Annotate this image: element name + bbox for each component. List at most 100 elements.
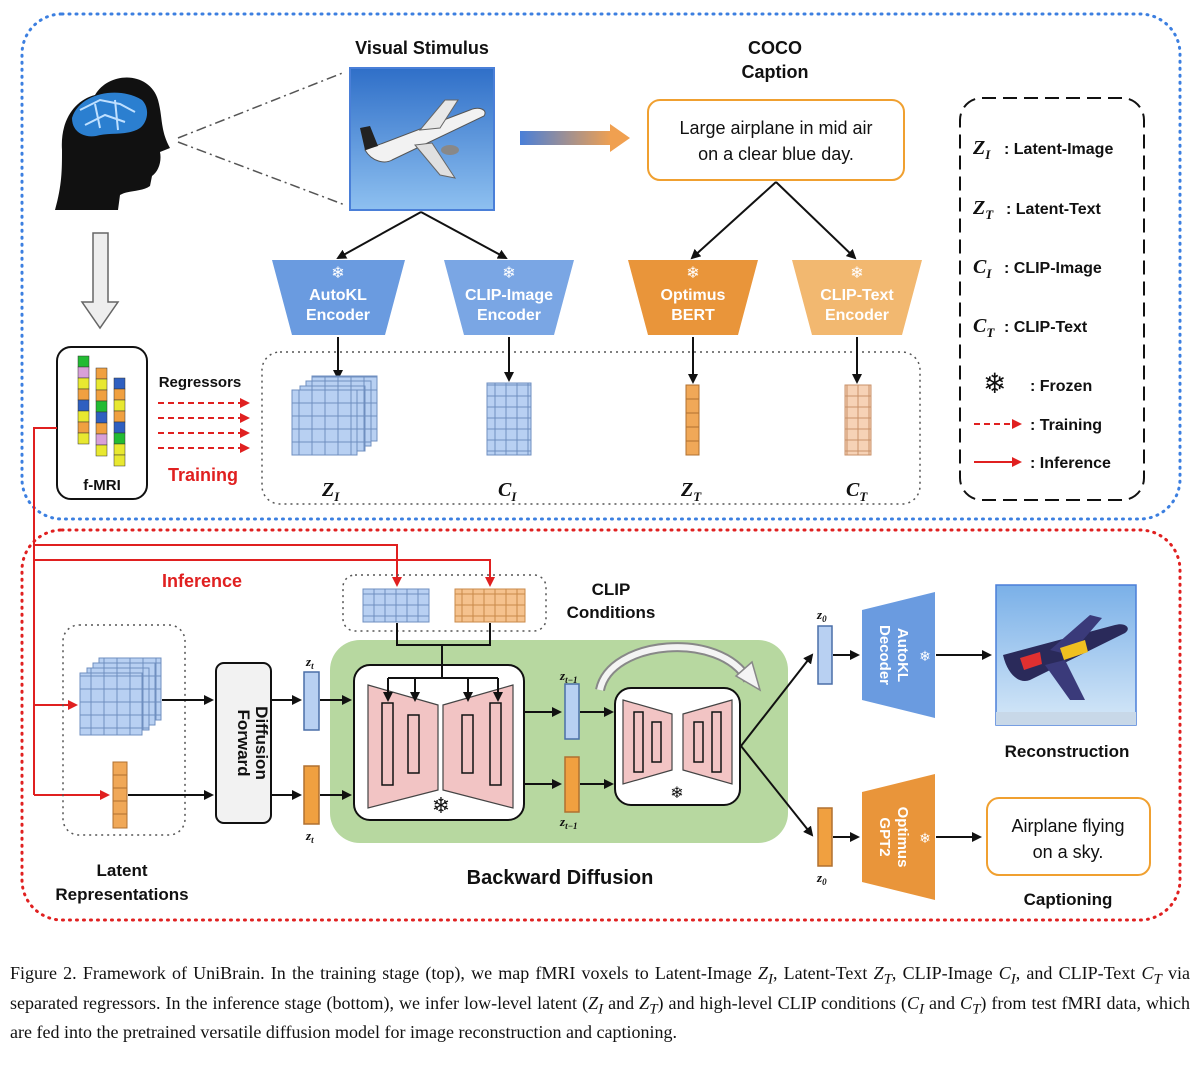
caption-zi-sub: I <box>768 971 774 988</box>
caption-ct2-sub: T <box>972 1001 981 1018</box>
legend-ct-text: : CLIP-Text <box>1004 319 1088 336</box>
caption-part-6: and <box>603 992 640 1013</box>
latent-representations-line1: Latent <box>97 861 148 880</box>
clip-text-encoder-line2: Encoder <box>825 307 889 324</box>
inference-label: Inference <box>162 571 242 591</box>
svg-text:ZT: ZT <box>972 197 994 222</box>
snowflake-icon: ❄ <box>850 265 863 282</box>
zt1-image-sub: t−1 <box>565 675 577 685</box>
autokl-encoder-line1: AutoKL <box>309 287 367 304</box>
clip-image-condition <box>362 588 430 623</box>
ct-sym: C <box>846 479 860 501</box>
legend-snowflake-icon: ❄ <box>983 368 1006 399</box>
latent-image-grid <box>291 375 378 456</box>
gpt2-line2: GPT2 <box>876 817 893 856</box>
snowflake-icon: ❄ <box>432 793 450 818</box>
unibrain-framework-diagram: Visual Stimulus COCO Caption Large airpl… <box>20 12 1182 922</box>
legend-ci-sub: I <box>985 266 992 281</box>
zi-sym: Z <box>321 479 334 501</box>
coco-title-line1: COCO <box>748 38 802 58</box>
optimus-bert-line1: Optimus <box>661 287 726 304</box>
gpt2-line1: Optimus <box>894 807 911 868</box>
unet-model-2: ❄ <box>614 687 741 806</box>
caption-ci2-sub: I <box>918 1001 924 1018</box>
legend-ct: CT : CLIP-Text <box>973 315 1088 340</box>
snowflake-icon: ❄ <box>919 830 931 846</box>
caption-part-2: , Latent-Text <box>773 963 874 983</box>
zi-sub: I <box>333 489 340 504</box>
ci-sub: I <box>510 489 517 504</box>
training-label: Training <box>168 465 238 485</box>
inference-region-border <box>20 528 1182 922</box>
caption-part-3: , CLIP-Image <box>891 963 999 983</box>
caption-part-1: Figure 2. Framework of UniBrain. In the … <box>10 963 758 983</box>
zt1-image-latent <box>564 683 580 740</box>
caption-ct: CT <box>1141 963 1161 988</box>
zt-image-label: zt <box>305 654 314 671</box>
iteration-loop-arrow <box>595 642 762 692</box>
caption-zi: ZI <box>758 963 773 988</box>
fmri-voxels <box>77 355 126 467</box>
z0-text-latent <box>817 807 833 867</box>
zt1-image-label: zt−1 <box>559 668 578 685</box>
unet-model-1: ❄ <box>353 664 525 821</box>
brain-head-icon <box>55 77 170 210</box>
snowflake-icon: ❄ <box>670 785 683 802</box>
stimulus-to-caption-arrow <box>520 124 630 152</box>
caption-part-8: and <box>923 992 961 1013</box>
clip-image-grid <box>486 382 532 456</box>
head-to-fmri-arrow <box>80 232 120 330</box>
coco-caption-line2: on a clear blue day. <box>698 144 854 164</box>
training-region-border <box>20 12 1182 521</box>
legend-training-text: : Training <box>1030 417 1102 434</box>
z0-text-sym: z <box>816 870 823 885</box>
legend-frozen-text: : Frozen <box>1030 378 1092 395</box>
caption-zt: ZT <box>874 963 892 988</box>
coco-title-line2: Caption <box>742 62 809 82</box>
caption-ct-sub: T <box>1153 971 1162 988</box>
zt1-text-label: zt−1 <box>559 814 578 831</box>
caption-ci-sym: C <box>998 963 1011 983</box>
autokl-encoder: ❄ AutoKL Encoder <box>272 260 405 335</box>
zt-text-label: zt <box>305 828 314 845</box>
svg-text:CT: CT <box>973 315 995 340</box>
legend-ci-text: : CLIP-Image <box>1004 260 1102 277</box>
figure-caption: Figure 2. Framework of UniBrain. In the … <box>10 962 1190 1044</box>
zt1-text-latent <box>564 756 580 813</box>
clip-image-encoder: ❄ CLIP-Image Encoder <box>444 260 574 335</box>
output-caption-box <box>986 797 1151 876</box>
inference-lines <box>33 427 495 800</box>
z0-image-sub: 0 <box>822 614 827 624</box>
ct-symbol: CT <box>846 479 868 504</box>
caption-zi2-sub: I <box>598 1001 604 1018</box>
zt1-text-sub: t−1 <box>565 821 577 831</box>
legend-ci-sym: C <box>973 256 987 278</box>
visual-stimulus-label: Visual Stimulus <box>355 38 489 58</box>
legend-ct-sub: T <box>986 325 995 340</box>
caption-part-7: ) and high-level CLIP conditions ( <box>657 992 907 1013</box>
caption-ct2-sym: C <box>960 992 973 1013</box>
fmri-label: f-MRI <box>83 477 121 494</box>
zi-symbol: ZI <box>321 479 340 504</box>
output-caption-line2: on a sky. <box>1033 842 1104 862</box>
zt1-image-sym: z <box>559 668 566 683</box>
clip-text-encoder: ❄ CLIP-Text Encoder <box>792 260 922 335</box>
latent-representations-line2: Representations <box>55 885 188 904</box>
forward-diffusion-line2: Diffusion <box>252 706 271 780</box>
legend-zt-sub: T <box>985 207 994 222</box>
caption-zt-2: ZT <box>639 993 657 1018</box>
clip-text-encoder-line1: CLIP-Text <box>820 287 894 304</box>
legend-zi-sub: I <box>984 147 991 162</box>
caption-ci2-sym: C <box>906 992 919 1013</box>
caption-zi-2: ZI <box>588 993 603 1018</box>
svg-text:ZI: ZI <box>972 137 991 162</box>
ct-sub: T <box>859 489 868 504</box>
optimus-bert-encoder: ❄ Optimus BERT <box>628 260 758 335</box>
z0-image-label: z0 <box>816 607 827 624</box>
clip-conditions-box <box>342 574 547 632</box>
regressors-label: Regressors <box>159 374 242 391</box>
zt-image-sym: z <box>305 654 312 669</box>
zt-sub: T <box>693 489 702 504</box>
clip-text-grid <box>844 384 872 456</box>
forward-diffusion-box <box>215 662 272 824</box>
